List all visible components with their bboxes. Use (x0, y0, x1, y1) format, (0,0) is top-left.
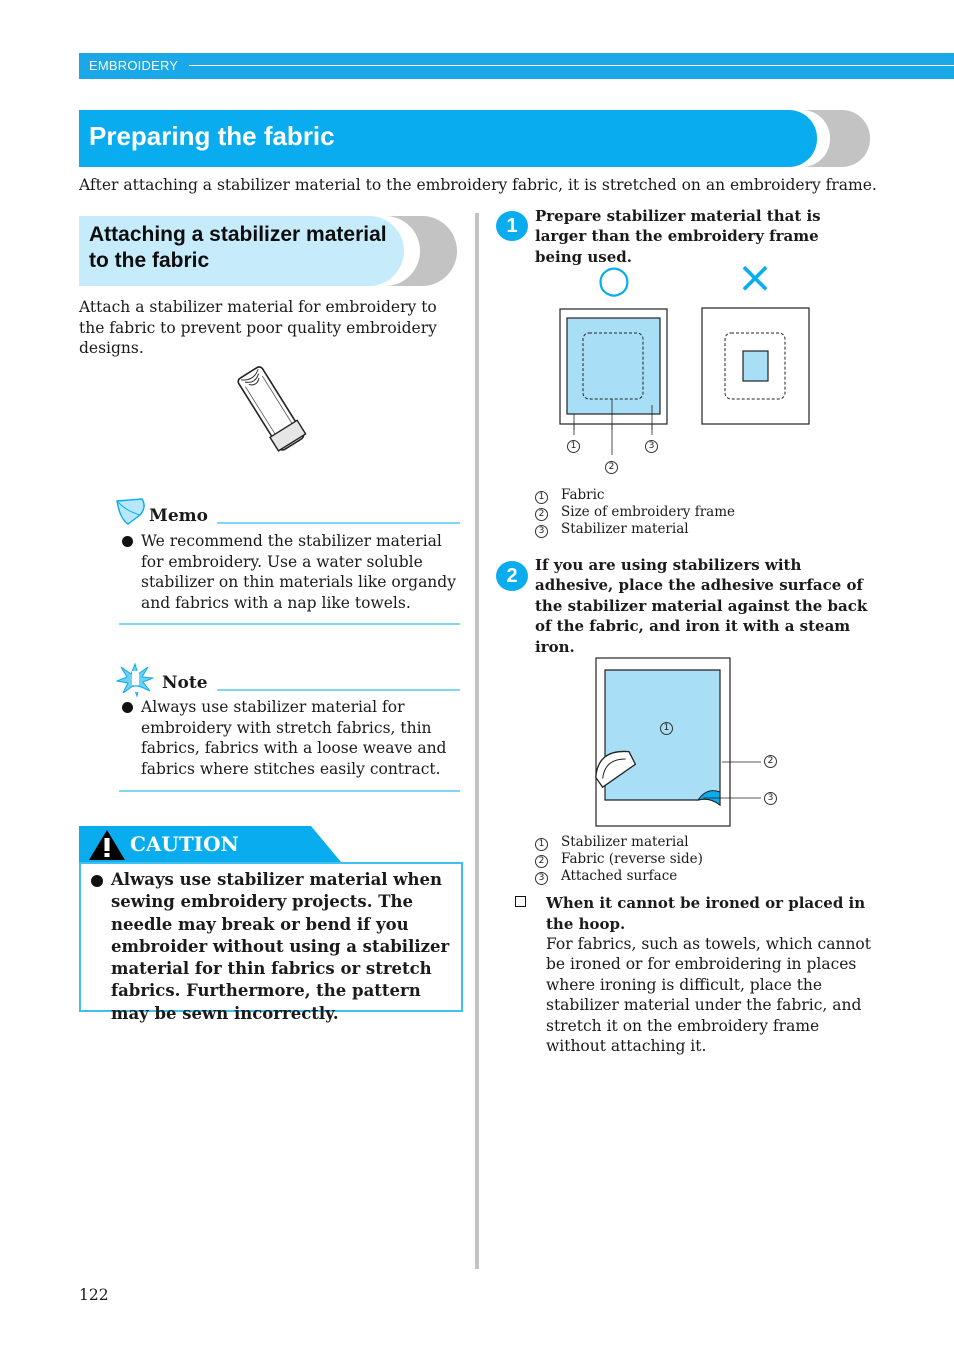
intro-text: After attaching a stabilizer material to… (79, 176, 877, 194)
warning-triangle-icon (89, 830, 125, 860)
legend-number: 2 (535, 508, 548, 521)
step-2-text: If you are using stabilizers with adhesi… (535, 556, 868, 656)
header-rule (189, 65, 954, 66)
step-1-legend: 1 Fabric 2 Size of embroidery frame 3 St… (535, 487, 735, 538)
subsection-body: For fabrics, such as towels, which canno… (546, 935, 871, 1056)
memo-text: We recommend the stabilizer material for… (141, 532, 456, 612)
fabric-fill (566, 317, 661, 415)
memo-bullet (122, 536, 133, 547)
legend-number: 3 (535, 872, 548, 885)
note-top-rule (217, 689, 460, 691)
section-label: EMBROIDERY (89, 58, 179, 73)
legend-number: 2 (535, 855, 548, 868)
note-bullet (122, 702, 133, 713)
subsection-title: When it cannot be ironed or placed in th… (546, 894, 866, 933)
legend-row: 2 Size of embroidery frame (535, 504, 735, 521)
correct-diagram-leaders (573, 425, 653, 455)
caution-tab: CAUTION (79, 826, 341, 862)
column-divider (475, 213, 479, 1269)
legend-label: Stabilizer material (561, 521, 689, 537)
memo-icon (116, 498, 145, 525)
legend-number: 1 (535, 491, 548, 504)
title-band: Preparing the fabric (79, 110, 817, 167)
step-1-text: Prepare stabilizer material that is larg… (535, 207, 821, 266)
legend-row: 2 Fabric (reverse side) (535, 851, 703, 868)
legend-row: 3 Stabilizer material (535, 521, 735, 538)
callout-3: 3 (645, 440, 658, 453)
incorrect-stabilizer-diagram (701, 307, 810, 425)
note-title: Note (162, 673, 208, 693)
iron-callout-1: 1 (660, 722, 673, 735)
legend-label: Fabric (561, 487, 605, 503)
step-1-number: 1 (496, 211, 528, 241)
stabilizer-package-illustration (237, 366, 307, 452)
caution-box (79, 862, 463, 1012)
legend-label: Size of embroidery frame (561, 504, 735, 520)
note-icon (116, 663, 154, 697)
legend-row: 3 Attached surface (535, 868, 703, 885)
ironing-diagram (595, 657, 761, 827)
section-heading-line2: to the fabric (89, 249, 210, 272)
page-title: Preparing the fabric (89, 121, 335, 151)
callout-2: 2 (605, 461, 618, 474)
wrong-mark: × (736, 252, 774, 303)
note-text: Always use stabilizer material for embro… (141, 698, 447, 778)
section-heading: Attaching a stabilizer material to the f… (89, 222, 409, 274)
legend-number: 1 (535, 838, 548, 851)
section-heading-line1: Attaching a stabilizer material (89, 223, 387, 246)
memo-top-rule (217, 522, 460, 524)
memo-title: Memo (149, 506, 208, 526)
page-number: 122 (79, 1286, 109, 1304)
callout-1: 1 (567, 440, 580, 453)
step-2-legend: 1 Stabilizer material 2 Fabric (reverse … (535, 834, 703, 885)
caution-bullet (91, 875, 103, 887)
section-body: Attach a stabilizer material for embroid… (79, 298, 437, 357)
header-bar: EMBROIDERY (79, 53, 954, 79)
iron-callout-2: 2 (764, 755, 777, 768)
legend-label: Fabric (reverse side) (561, 851, 703, 867)
memo-bottom-rule (119, 623, 460, 625)
correct-mark: ○ (597, 257, 631, 301)
caution-text: Always use stabilizer material when sewi… (111, 870, 450, 1023)
step-2-number: 2 (496, 561, 528, 591)
legend-label: Stabilizer material (561, 834, 689, 850)
section-heading-band: Attaching a stabilizer material to the f… (79, 216, 404, 286)
checkbox-icon (515, 896, 526, 907)
iron-callout-3: 3 (764, 792, 777, 805)
legend-number: 3 (535, 525, 548, 538)
legend-label: Attached surface (561, 868, 678, 884)
caution-title: CAUTION (130, 832, 239, 856)
legend-row: 1 Fabric (535, 487, 735, 504)
legend-row: 1 Stabilizer material (535, 834, 703, 851)
correct-stabilizer-diagram (559, 308, 668, 430)
note-bottom-rule (119, 790, 460, 792)
